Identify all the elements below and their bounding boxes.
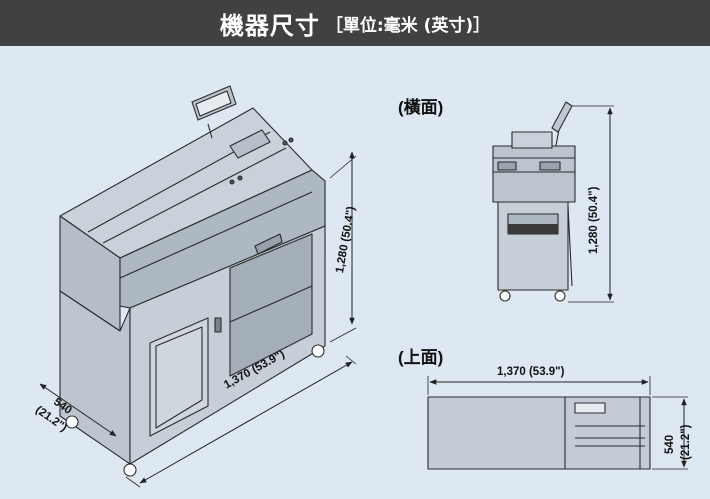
isometric-view bbox=[39, 85, 357, 488]
top-width-dimension: 1,370 (53.9") bbox=[497, 366, 565, 378]
top-depth-inch-dimension: (21.2") bbox=[680, 424, 692, 461]
top-view-label: (上面) bbox=[398, 348, 444, 367]
drawing-panel: (橫面) (上面) 1,370 (53.9") 540 (21.2") 1,28… bbox=[0, 46, 710, 499]
page-title: 機器尺寸 bbox=[219, 11, 320, 40]
side-view bbox=[492, 101, 614, 303]
side-height-dimension: 1,280 (50.4") bbox=[588, 186, 600, 254]
unit-note: ［單位:毫米 (英寸)］ bbox=[325, 15, 491, 36]
title-bar: 機器尺寸 ［單位:毫米 (英寸)］ bbox=[0, 0, 710, 46]
side-view-label: (橫面) bbox=[398, 98, 444, 117]
machine-drawings bbox=[39, 85, 688, 488]
top-depth-dimension: 540 bbox=[664, 434, 676, 454]
top-view bbox=[427, 376, 688, 470]
